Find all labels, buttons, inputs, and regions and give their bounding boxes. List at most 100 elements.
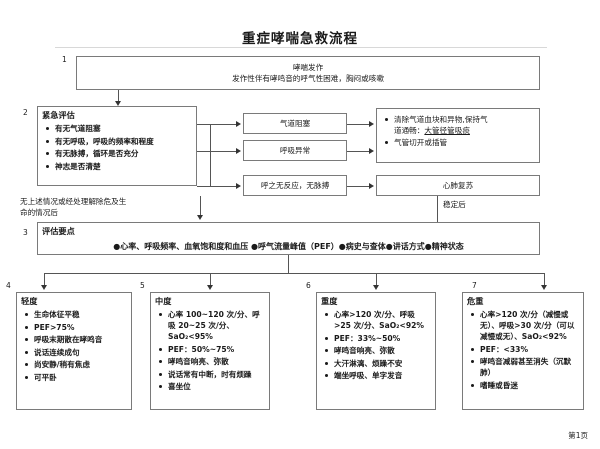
- list-item: 可平卧: [21, 372, 127, 383]
- connector-airway-to-treatment: [347, 124, 371, 125]
- node-asthma-onset[interactable]: 哮喘发作 发作性伴有哮鸣音的呼气性困难，胸闷或咳嗽: [76, 56, 540, 90]
- severity-moderate-header: 中度: [155, 296, 172, 306]
- arrowhead-onset-to-assessment: [115, 101, 121, 106]
- list-item: 嗜睡或昏迷: [467, 380, 579, 391]
- list-item: 哮鸣音响亮、弥散: [155, 356, 265, 367]
- list-item: 清除气道血块和异物,保持气 道通畅：大管径管吸痰: [381, 114, 535, 136]
- step-number-1: 1: [62, 55, 67, 64]
- arrowhead-bus-to-mild: [41, 285, 47, 290]
- node-emergency-assessment[interactable]: 紧急评估 有无气道阻塞 有无呼吸，呼吸的频率和程度 有无脉搏，循环是否充分 神志…: [37, 106, 197, 186]
- no-response-label: 呼之无反应，无脉搏: [260, 181, 330, 190]
- severity-critical-list: 心率>120 次/分（减慢或无）、呼吸>30 次/分（可以减慢或无）、SaO₂<…: [467, 309, 579, 391]
- list-item: 心率 100~120 次/分、呼吸 20~25 次/分、SaO₂<95%: [155, 309, 265, 342]
- list-item: 说话连续成句: [21, 347, 127, 358]
- page-footer: 第1页: [568, 431, 588, 440]
- severity-critical-header: 危重: [467, 296, 484, 306]
- list-item: 大汗淋漓、烦躁不安: [321, 358, 431, 369]
- arrowhead-airway-to-treatment: [369, 120, 374, 127]
- label-after-stable: 稳定后: [443, 200, 466, 209]
- node-cpr[interactable]: 心肺复苏: [376, 175, 540, 196]
- step-number-6: 6: [306, 281, 311, 290]
- step-number-7: 7: [472, 281, 477, 290]
- arrowhead-bus-to-critical: [541, 285, 547, 290]
- list-item: 哮鸣音响亮、弥散: [321, 345, 431, 356]
- page-title: 重症哮喘急救流程: [242, 31, 358, 47]
- connector-bus-to-airway: [210, 124, 238, 125]
- node-assessment-points[interactable]: 评估要点 ●心率、呼吸频率、血氧饱和度和血压 ●呼气流量峰值（PEF）●病史与查…: [37, 222, 540, 255]
- airway-treatment-link[interactable]: 大管径管吸痰: [424, 125, 470, 135]
- severity-mild-header: 轻度: [21, 296, 38, 306]
- severity-severe-list: 心率>120 次/分、呼吸>25 次/分、SaO₂<92% PEF：33%~50…: [321, 309, 431, 381]
- list-item: PEF：33%~50%: [321, 333, 431, 344]
- node-severity-mild[interactable]: 轻度 生命体征平稳 PEF>75% 呼吸末期散在哮鸣音 说话连续成句 尚安静/稍…: [16, 292, 132, 410]
- node-airway-treatment[interactable]: 清除气道血块和异物,保持气 道通畅：大管径管吸痰 气管切开或插管: [376, 108, 540, 163]
- assessment-points-header: 评估要点: [42, 226, 75, 236]
- arrowhead-bus-to-severe: [373, 285, 379, 290]
- list-item: 有无气道阻塞: [42, 123, 192, 134]
- step-number-2: 2: [23, 108, 28, 117]
- connector-bus-to-severe: [376, 273, 377, 287]
- arrowhead-bus-to-moderate: [207, 285, 213, 290]
- label-no-critical-conditions: 无上述情况或经处理解除危及生命的情况后: [20, 196, 200, 218]
- onset-line-2: 发作性伴有哮鸣音的呼气性困难，胸闷或咳嗽: [232, 74, 384, 83]
- connector-bus-to-noresponse: [210, 186, 238, 187]
- step-number-4: 4: [6, 281, 11, 290]
- list-item: 生命体征平稳: [21, 309, 127, 320]
- connector-severity-bus: [44, 273, 544, 274]
- title-divider: [55, 47, 547, 48]
- connector-cpr-down: [437, 196, 438, 222]
- step-number-5: 5: [140, 281, 145, 290]
- arrowhead-to-assessment-points: [197, 215, 203, 220]
- connector-bus-to-mild: [44, 273, 45, 287]
- node-severity-severe[interactable]: 重度 心率>120 次/分、呼吸>25 次/分、SaO₂<92% PEF：33%…: [316, 292, 436, 410]
- list-item: 心率>120 次/分、呼吸>25 次/分、SaO₂<92%: [321, 309, 431, 331]
- list-item: 端坐呼吸、单字发音: [321, 370, 431, 381]
- list-item: 有无脉搏，循环是否充分: [42, 148, 192, 159]
- list-item: 气管切开或插管: [381, 137, 535, 148]
- airway-treatment-item1-b: 道通畅：: [394, 125, 425, 135]
- cpr-label: 心肺复苏: [442, 181, 474, 190]
- step-number-3: 3: [23, 228, 28, 237]
- connector-assessment-to-bus-mid: [197, 151, 211, 152]
- connector-noresponse-to-cpr: [347, 186, 371, 187]
- connector-assessment-bus: [210, 124, 211, 186]
- connector-breathing-to-treatment: [347, 151, 371, 152]
- onset-line-1: 哮喘发作: [292, 63, 324, 72]
- list-item: 神志是否清楚: [42, 161, 192, 172]
- list-item: 说话常有中断，时有烦躁: [155, 369, 265, 380]
- list-item: 呼吸末期散在哮鸣音: [21, 334, 127, 345]
- node-severity-critical[interactable]: 危重 心率>120 次/分（减慢或无）、呼吸>30 次/分（可以减慢或无）、Sa…: [462, 292, 584, 410]
- node-severity-moderate[interactable]: 中度 心率 100~120 次/分、呼吸 20~25 次/分、SaO₂<95% …: [150, 292, 270, 410]
- list-item: PEF：<33%: [467, 344, 579, 355]
- connector-assessment-points-down: [288, 255, 289, 273]
- connector-assessment-to-bus-top: [197, 124, 211, 125]
- severity-mild-list: 生命体征平稳 PEF>75% 呼吸末期散在哮鸣音 说话连续成句 尚安静/稍有焦虑…: [21, 309, 127, 383]
- airway-obstruction-label: 气道阻塞: [279, 119, 311, 128]
- list-item: PEF>75%: [21, 322, 127, 333]
- node-no-response-no-pulse[interactable]: 呼之无反应，无脉搏: [243, 175, 347, 196]
- connector-bus-to-moderate: [210, 273, 211, 287]
- list-item: 有无呼吸，呼吸的频率和程度: [42, 136, 192, 147]
- emergency-assessment-list: 有无气道阻塞 有无呼吸，呼吸的频率和程度 有无脉搏，循环是否充分 神志是否清楚: [42, 123, 192, 172]
- list-item: 喜坐位: [155, 381, 265, 392]
- severity-severe-header: 重度: [321, 296, 338, 306]
- arrowhead-bus-to-airway: [236, 120, 241, 127]
- connector-to-assessment-points: [200, 196, 201, 217]
- node-airway-obstruction[interactable]: 气道阻塞: [243, 113, 347, 134]
- list-item: 哮鸣音减弱甚至消失（沉默肺）: [467, 356, 579, 378]
- assessment-points-inline: ●心率、呼吸频率、血氧饱和度和血压 ●呼气流量峰值（PEF）●病史与查体●讲话方…: [113, 241, 464, 251]
- connector-bus-to-critical: [544, 273, 545, 287]
- list-item: 心率>120 次/分（减慢或无）、呼吸>30 次/分（可以减慢或无）、SaO₂<…: [467, 309, 579, 342]
- list-item: PEF：50%~75%: [155, 344, 265, 355]
- connector-assessment-to-bus-bottom: [197, 186, 211, 187]
- arrowhead-breathing-to-treatment: [369, 147, 374, 154]
- connector-onset-to-assessment: [118, 90, 119, 103]
- airway-treatment-item1-a: 清除气道血块和异物,保持气: [394, 114, 488, 124]
- arrowhead-bus-to-noresponse: [236, 182, 241, 189]
- abnormal-breathing-label: 呼吸异常: [279, 146, 311, 155]
- severity-moderate-list: 心率 100~120 次/分、呼吸 20~25 次/分、SaO₂<95% PEF…: [155, 309, 265, 392]
- label-no-critical-line1: 无上述情况或经处理解除危及生: [20, 197, 127, 206]
- list-item: 尚安静/稍有焦虑: [21, 359, 127, 370]
- node-abnormal-breathing[interactable]: 呼吸异常: [243, 140, 347, 161]
